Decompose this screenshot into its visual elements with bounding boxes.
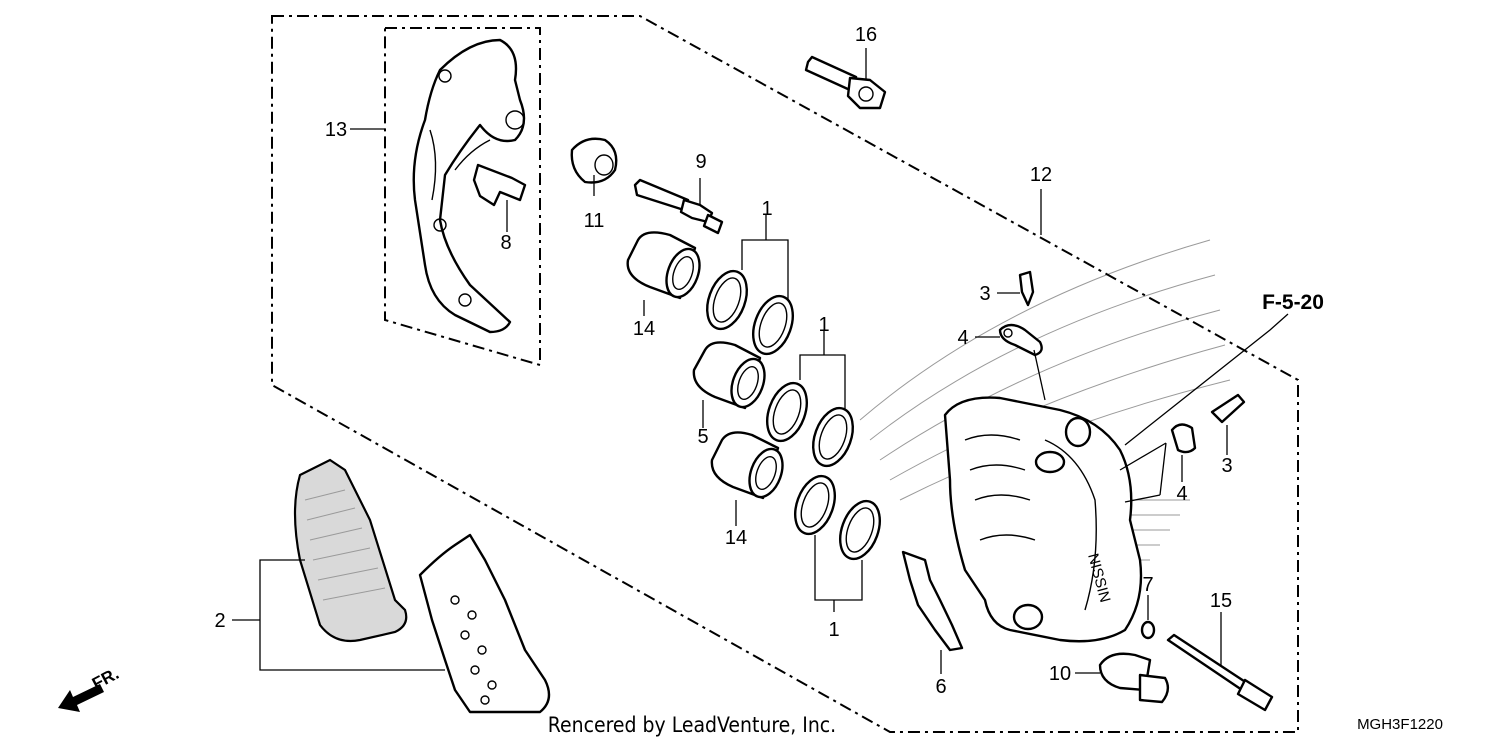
- callout-16: 16: [855, 24, 877, 46]
- callout-14-upper: 14: [633, 318, 655, 340]
- piston-lower: [710, 431, 784, 500]
- leader-lines: [232, 48, 1289, 674]
- diagram-code: MGH3F1220: [1357, 716, 1443, 733]
- callout-3-right: 3: [1221, 455, 1232, 477]
- callout-1-middle: 1: [818, 314, 829, 336]
- callout-labels: 1 1 1 2 3 3 4 4 5 6 7 8 9 10 11 12 13 14…: [214, 24, 1232, 698]
- pin-boot: [570, 137, 618, 184]
- callout-1-lower: 1: [828, 619, 839, 641]
- bleeder-valve-upper: [1018, 270, 1035, 307]
- bleeder-cap-upper: [998, 323, 1043, 357]
- callout-6: 6: [935, 676, 946, 698]
- callout-3-upper: 3: [979, 283, 990, 305]
- callout-9: 9: [695, 151, 706, 173]
- pad-spring: [901, 550, 964, 652]
- callout-5: 5: [697, 426, 708, 448]
- callout-13: 13: [325, 119, 347, 141]
- piston-seals: [706, 269, 881, 561]
- caliper-pin: [633, 178, 724, 235]
- slide-pin: [1166, 633, 1274, 712]
- callout-4-upper: 4: [957, 327, 968, 349]
- callout-2: 2: [214, 610, 225, 632]
- assembly-outline: [271, 15, 1299, 733]
- callout-14-lower: 14: [725, 527, 747, 549]
- callout-4-right: 4: [1176, 483, 1187, 505]
- plug-bolt: [1098, 652, 1170, 704]
- piston-upper: [626, 231, 701, 300]
- callout-11: 11: [584, 210, 605, 232]
- section-reference: F-5-20: [1262, 291, 1324, 314]
- sealing-washer: [1140, 620, 1156, 640]
- brake-pad-set: [293, 458, 551, 714]
- callout-15: 15: [1210, 590, 1232, 612]
- render-credit: Rencered by LeadVenture, Inc.: [548, 713, 836, 737]
- caliper-body: NISSIN: [943, 396, 1143, 643]
- pad-retainer-clip: [472, 163, 527, 207]
- callout-12: 12: [1030, 164, 1052, 186]
- callout-7: 7: [1142, 574, 1153, 596]
- front-direction-arrow-icon: FR.: [58, 664, 122, 712]
- bleeder-cap-right: [1170, 423, 1197, 454]
- piston-middle: [692, 341, 766, 410]
- caliper-bracket: [412, 38, 526, 334]
- callout-8: 8: [500, 232, 511, 254]
- callout-10: 10: [1049, 663, 1071, 685]
- bleeder-valve-right: [1210, 393, 1246, 424]
- callout-1-upper: 1: [761, 198, 772, 220]
- mounting-bolt: [804, 55, 887, 110]
